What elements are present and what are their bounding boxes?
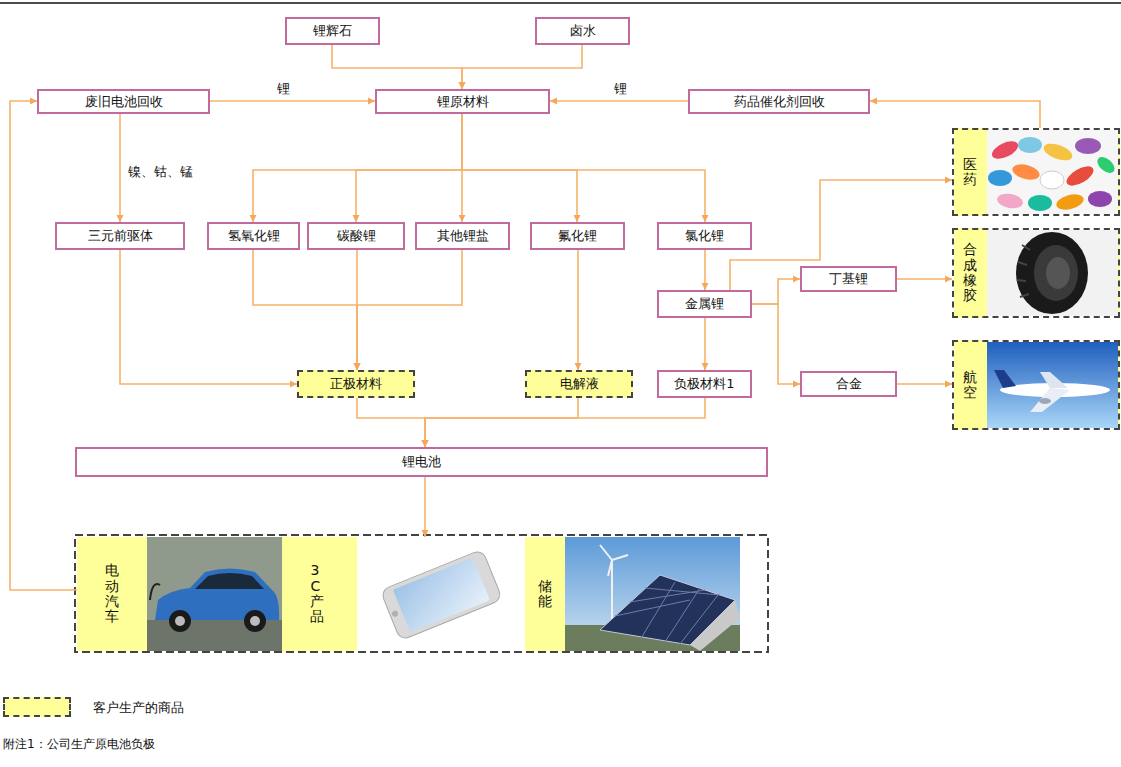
process-box: 氟化锂 [530,222,625,250]
node-label: 医药 [963,157,977,188]
process-box: 锂原材料 [375,89,550,114]
process-box: 合金 [800,371,897,397]
top-rule [0,2,1121,4]
footnote: 附注1：公司生产原电池负极 [3,736,155,753]
connector [210,100,375,102]
connector [425,398,705,447]
node-label: 三元前驱体 [88,227,153,245]
node-label: 药品催化剂回收 [734,93,825,111]
connector [577,250,579,370]
application-panel: 电动汽车 [77,537,147,651]
process-box: 碳酸锂 [307,222,405,250]
product-panel: 医药 [952,128,1120,216]
node-label: 氟化锂 [558,227,597,245]
node-label: 锂电池 [402,453,441,471]
process-box: 废旧电池回收 [37,89,210,114]
node-label: 废旧电池回收 [85,93,163,111]
legend-swatch [3,697,71,717]
node-label: 锂辉石 [313,22,352,40]
connector [356,114,462,222]
process-box: 其他锂盐 [415,222,510,250]
connector [462,114,705,222]
process-box: 锂辉石 [285,17,380,45]
process-box: 氢氧化锂 [207,222,300,250]
process-box: 氯化锂 [657,222,752,250]
connector [704,250,706,290]
node-label: 电解液 [560,375,599,393]
node-label: 储能 [538,579,552,610]
connector [253,250,357,370]
connector [462,45,582,89]
connector [357,250,462,370]
node-label: 其他锂盐 [437,227,489,245]
connector [752,304,800,384]
node-label: 金属锂 [685,295,724,313]
connector [897,383,952,385]
connector [120,250,297,384]
group-outline [75,535,768,652]
application-panel: 3C产品 [282,537,525,651]
node-label: 电动汽车 [105,563,119,625]
node-label: 卤水 [570,22,596,40]
node-label: 合成橡胶 [963,242,977,304]
process-box: 卤水 [535,17,630,45]
process-box: 丁基锂 [800,266,897,292]
connector [897,278,952,280]
node-label: 氢氧化锂 [228,227,280,245]
car-picture [147,537,282,651]
process-box: 负极材料1 [657,370,752,398]
connector [752,279,800,304]
product-panel: 合成橡胶 [952,228,1120,318]
node-label: 碳酸锂 [337,227,376,245]
connector [424,477,426,537]
process-box: 药品催化剂回收 [688,89,870,114]
process-box: 金属锂 [657,290,752,318]
node-label: 锂原材料 [437,93,489,111]
process-box: 锂电池 [75,447,768,477]
product-panel: 航空 [952,340,1120,430]
node-label: 合金 [836,375,862,393]
connector [704,318,706,370]
edge-label: 镍、钴、锰 [128,163,193,181]
edge-label: 锂 [277,80,290,98]
connector [550,100,688,102]
connector [332,45,462,89]
node-label: 负极材料1 [674,375,734,393]
connector [870,101,1040,128]
node-label: 航空 [963,370,977,401]
product-box: 正极材料 [297,370,415,398]
connector [10,101,77,590]
connector [425,398,578,447]
node-label: 正极材料 [330,375,382,393]
connector [730,180,952,290]
legend-text: 客户生产的商品 [93,699,184,717]
connector [253,114,462,222]
connector [462,114,577,222]
connector [119,114,121,222]
edge-label: 锂 [614,80,627,98]
product-box: 电解液 [525,370,633,398]
application-panel: 储能 [525,537,766,651]
node-label: 氯化锂 [685,227,724,245]
process-box: 三元前驱体 [55,222,185,250]
node-label: 丁基锂 [829,270,868,288]
connector [357,398,425,447]
node-label: 3C产品 [310,563,328,625]
